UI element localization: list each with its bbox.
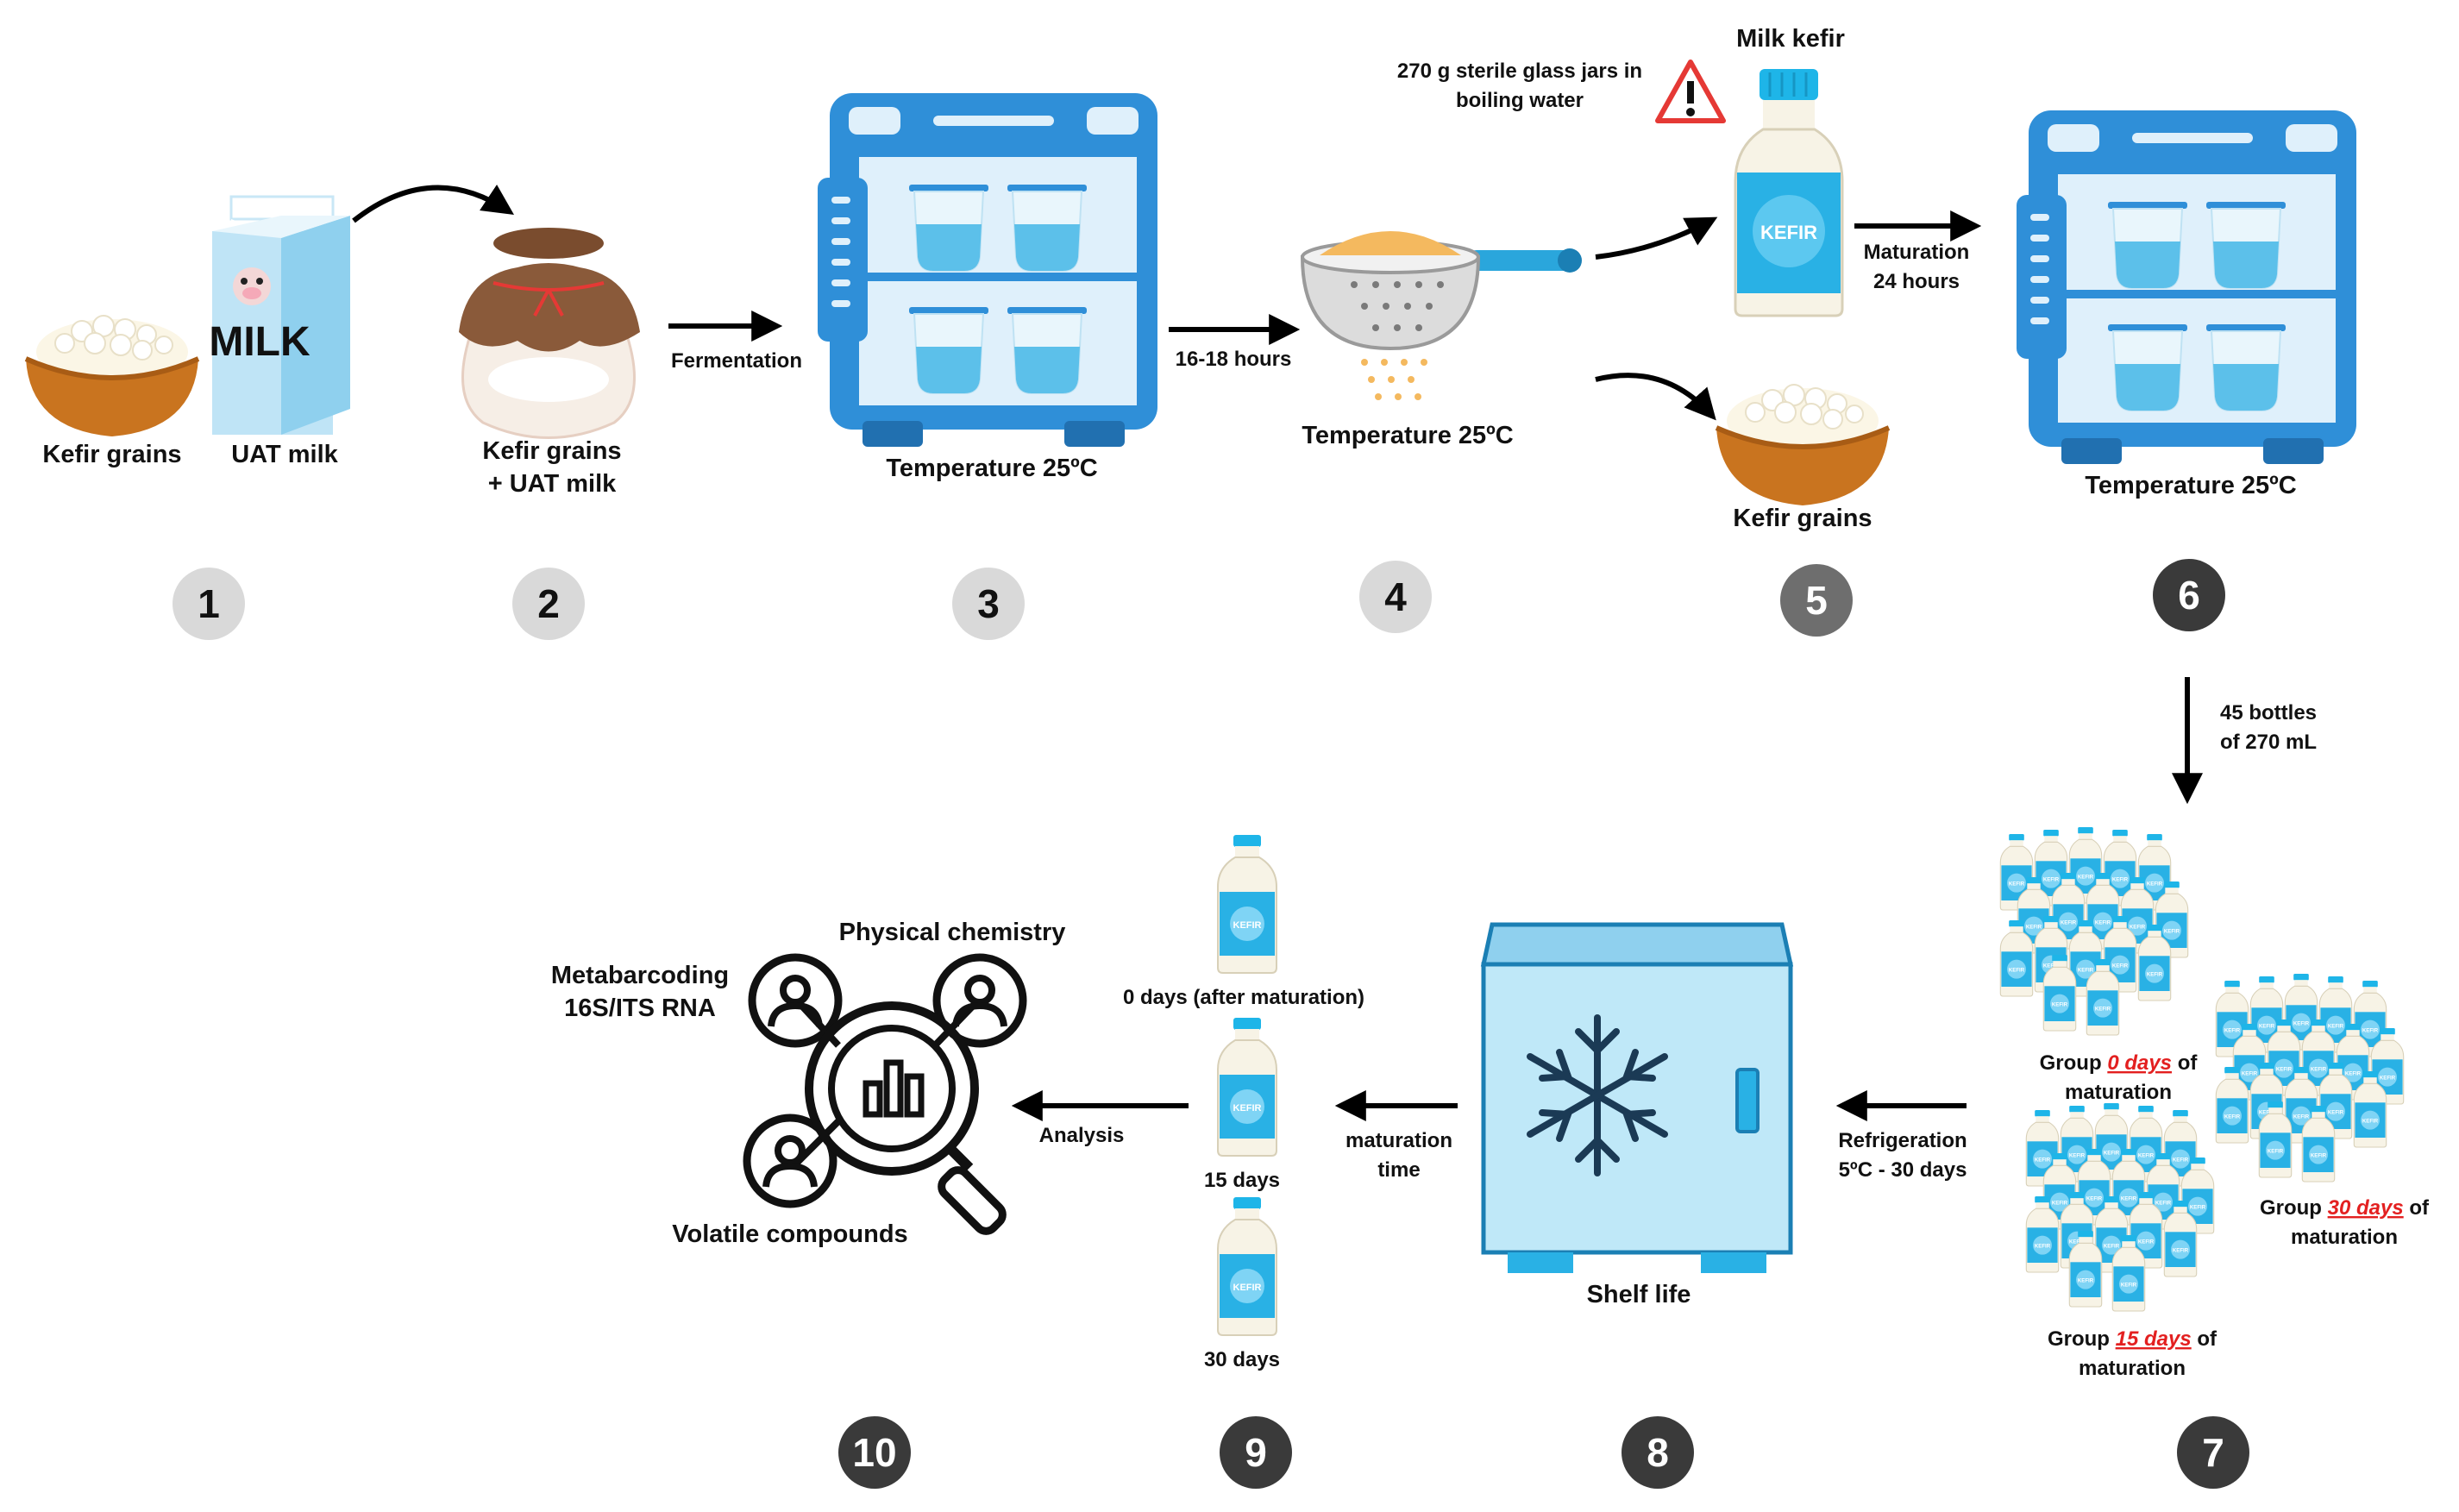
temperature-label-step6: Temperature 25ºC — [2085, 472, 2296, 499]
bottle-15-days-icon — [1217, 1017, 1277, 1157]
maturation-label-line1: Maturation — [1864, 241, 1970, 264]
metabarcoding-line2: 16S/ITS RNA — [564, 994, 716, 1022]
group-0-days-label: Group 0 days of — [2040, 1051, 2199, 1075]
svg-text:8: 8 — [1647, 1430, 1669, 1475]
freezer-icon — [1480, 922, 1794, 1273]
group-15-days-label: Group 15 days of — [2048, 1327, 2217, 1351]
strainer-icon — [1300, 231, 1582, 400]
refrigeration-line2: 5ºC - 30 days — [1839, 1158, 1967, 1182]
step-badge-9: 9 — [1220, 1416, 1292, 1489]
bottle-label-text: KEFIR — [1760, 222, 1817, 243]
group-30-maturation: maturation — [2291, 1226, 2398, 1249]
jar-label-line2: + UAT milk — [488, 470, 617, 498]
milk-carton-text: MILK — [209, 319, 311, 365]
bottle-group-0-days-icon — [2000, 827, 2187, 1035]
svg-text:5: 5 — [1805, 578, 1828, 623]
hours-label: 16-18 hours — [1176, 348, 1292, 371]
day-0-label: 0 days (after maturation) — [1123, 986, 1364, 1009]
jars-note-line2: boiling water — [1456, 89, 1584, 112]
bottle-group-30-days-icon — [2216, 974, 2403, 1182]
maturation-time-line1: maturation — [1346, 1129, 1452, 1152]
svg-text:1: 1 — [198, 581, 220, 626]
temperature-label-step3: Temperature 25ºC — [886, 455, 1097, 482]
step-badge-7: 7 — [2177, 1416, 2249, 1489]
bottle-group-15-days-icon — [2026, 1103, 2213, 1311]
step-badge-2: 2 — [512, 568, 585, 640]
uat-milk-label: UAT milk — [231, 441, 338, 468]
metabarcoding-line1: Metabarcoding — [551, 962, 729, 989]
svg-text:7: 7 — [2202, 1430, 2224, 1475]
milk-carton-icon: MILK — [209, 195, 350, 435]
group-15-maturation: maturation — [2079, 1357, 2186, 1380]
kefir-grains-label-step5: Kefir grains — [1733, 505, 1872, 532]
step-badge-6: 6 — [2153, 559, 2225, 631]
volatile-compounds-label: Volatile compounds — [672, 1220, 907, 1248]
arrow-4-5-kefir — [1595, 216, 1718, 260]
analysis-network-icon — [747, 957, 1023, 1235]
incubator-icon-step6 — [2017, 110, 2356, 464]
fermentation-label: Fermentation — [671, 349, 802, 373]
svg-text:3: 3 — [977, 581, 1000, 626]
shelf-life-label: Shelf life — [1587, 1281, 1691, 1308]
svg-text:6: 6 — [2178, 573, 2200, 618]
incubator-icon-step3 — [818, 93, 1157, 447]
svg-text:10: 10 — [852, 1430, 896, 1475]
bottles-count-line1: 45 bottles — [2220, 701, 2317, 725]
group-30-days-label: Group 30 days of — [2260, 1196, 2430, 1220]
fermentation-jar-icon — [459, 228, 640, 439]
physical-chemistry-label: Physical chemistry — [839, 919, 1066, 946]
svg-text:4: 4 — [1384, 574, 1407, 619]
maturation-label-line2: 24 hours — [1873, 270, 1960, 293]
step-badge-5: 5 — [1780, 564, 1853, 637]
step-badge-10: 10 — [838, 1416, 911, 1489]
warning-icon — [1655, 60, 1726, 123]
maturation-time-line2: time — [1377, 1158, 1420, 1182]
kefir-grains-bowl-icon-step5 — [1716, 385, 1889, 505]
bottles-count-line2: of 270 mL — [2220, 731, 2317, 754]
jar-label-line1: Kefir grains — [482, 437, 621, 465]
day-30-label: 30 days — [1204, 1348, 1280, 1371]
bottle-0-days-icon — [1217, 834, 1277, 974]
day-15-label: 15 days — [1204, 1169, 1280, 1192]
step-badge-8: 8 — [1622, 1416, 1694, 1489]
temperature-label-step4: Temperature 25ºC — [1302, 422, 1513, 449]
arrow-1-2 — [352, 185, 514, 223]
step-badge-1: 1 — [173, 568, 245, 640]
svg-text:9: 9 — [1245, 1430, 1267, 1475]
group-0-maturation: maturation — [2065, 1081, 2172, 1104]
arrow-4-5-grains — [1595, 373, 1716, 421]
bottle-30-days-icon — [1217, 1196, 1277, 1336]
step-badge-4: 4 — [1359, 561, 1432, 633]
kefir-bottle-icon: KEFIR — [1734, 69, 1844, 317]
step-badge-3: 3 — [952, 568, 1025, 640]
analysis-label: Analysis — [1039, 1124, 1125, 1147]
jars-note-line1: 270 g sterile glass jars in — [1397, 60, 1642, 83]
milk-kefir-label: Milk kefir — [1736, 25, 1845, 53]
kefir-grains-bowl-icon — [26, 316, 198, 436]
svg-text:2: 2 — [537, 581, 560, 626]
kefir-grains-label: Kefir grains — [42, 441, 181, 468]
refrigeration-line1: Refrigeration — [1838, 1129, 1967, 1152]
